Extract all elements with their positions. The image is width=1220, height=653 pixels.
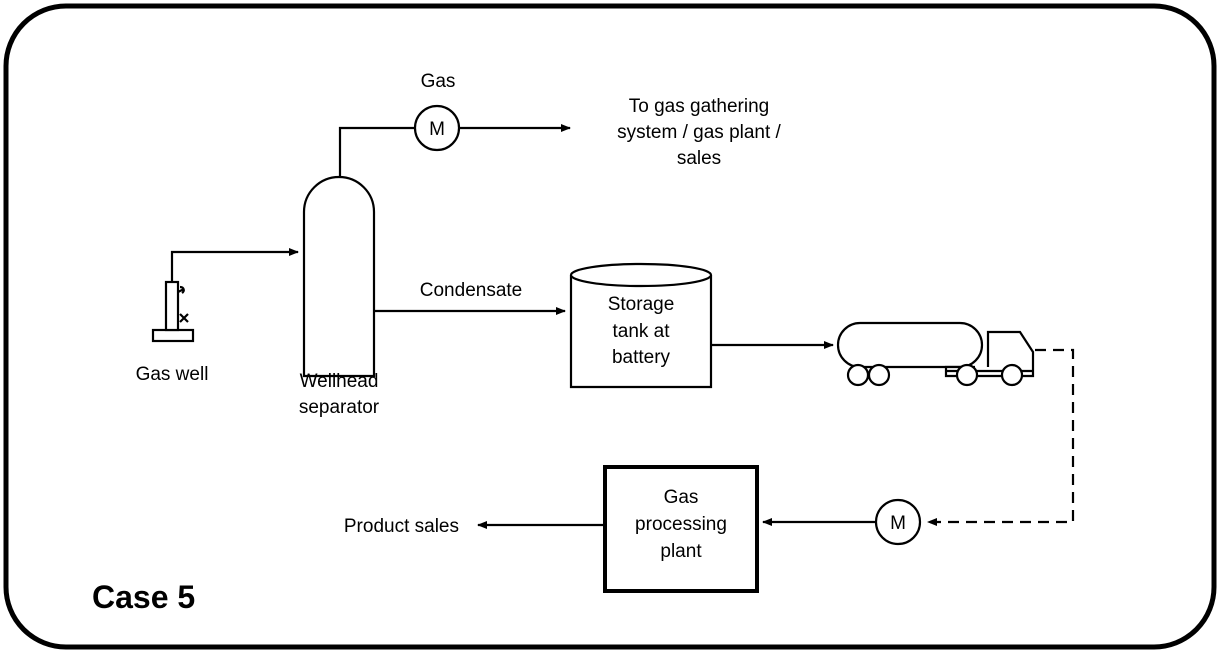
case-label: Case 5 <box>92 579 195 615</box>
gas-well-label: Gas well <box>136 364 209 385</box>
gas-label: Gas <box>421 71 456 92</box>
outer-frame <box>3 3 1217 650</box>
wellhead-separator-vessel <box>302 175 376 378</box>
plant-meter-label: M <box>890 513 906 534</box>
to-gas-label-line2: system / gas plant / <box>617 122 781 143</box>
to-gas-label-line3: sales <box>677 148 721 169</box>
well-to-separator-line <box>170 248 299 282</box>
condensate-label: Condensate <box>420 280 522 301</box>
storage-label-line2: tank at <box>612 321 670 342</box>
plant-label-line2: processing <box>635 514 727 535</box>
gas-outlet-line <box>338 126 415 176</box>
truck-to-meter-dashed-line <box>927 348 1075 526</box>
gas-processing-plant <box>603 465 759 593</box>
storage-label-line1: Storage <box>608 294 675 315</box>
gas-meter-label: M <box>429 119 445 140</box>
separator-label-line1: Wellhead <box>300 371 379 392</box>
plant-label-line3: plant <box>660 541 702 562</box>
to-gas-label-line1: To gas gathering <box>629 96 770 117</box>
gas-well-symbol <box>151 280 195 343</box>
storage-tank <box>569 262 713 389</box>
plant-label-line1: Gas <box>664 487 699 508</box>
product-sales-label: Product sales <box>344 516 459 537</box>
tanker-truck-icon <box>836 321 1035 387</box>
separator-label-line2: separator <box>299 397 380 418</box>
storage-label-line3: battery <box>612 347 671 368</box>
